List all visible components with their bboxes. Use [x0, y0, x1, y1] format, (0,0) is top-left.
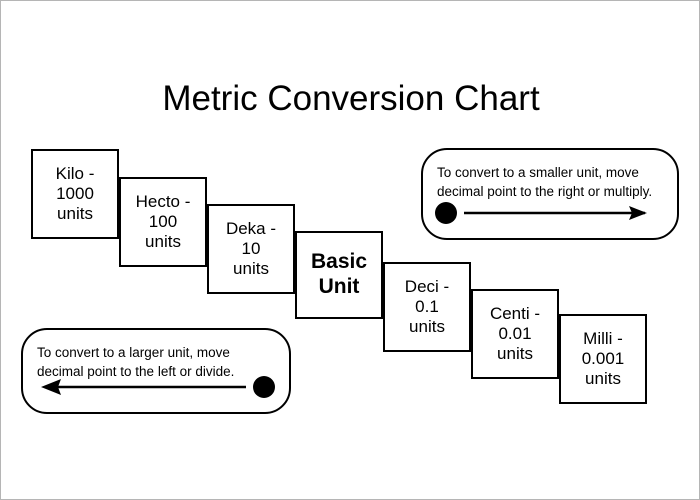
callout-smaller-unit-text: To convert to a smaller unit, move decim… [437, 165, 653, 200]
step-box-deka: Deka - 10 units [207, 204, 295, 294]
callout-larger-unit: To convert to a larger unit, move decima… [21, 328, 291, 414]
page-title: Metric Conversion Chart [162, 79, 540, 118]
step-box-hecto: Hecto - 100 units [119, 177, 207, 267]
arrow-right-icon [433, 202, 667, 224]
step-box-centi: Centi - 0.01 units [471, 289, 559, 379]
step-box-milli: Milli - 0.001 units [559, 314, 647, 404]
arrow-left-icon [33, 376, 279, 398]
callout-smaller-unit: To convert to a smaller unit, move decim… [421, 148, 679, 240]
callout-larger-unit-text: To convert to a larger unit, move decima… [37, 345, 235, 380]
step-box-deci: Deci - 0.1 units [383, 262, 471, 352]
step-box-basic-unit: Basic Unit [295, 231, 383, 319]
step-box-kilo: Kilo - 1000 units [31, 149, 119, 239]
